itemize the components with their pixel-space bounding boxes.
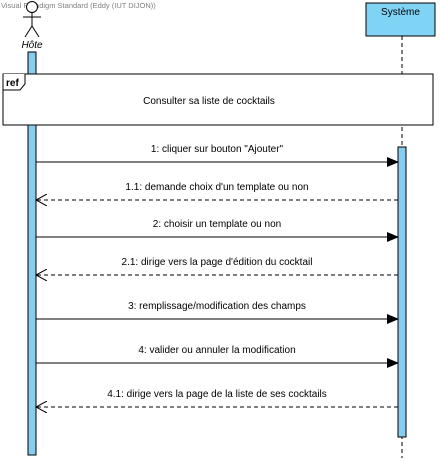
actor-name: Hôte [21, 40, 43, 51]
system-name: Système [381, 7, 420, 18]
message-label: 1: cliquer sur bouton "Ajouter" [151, 144, 284, 155]
watermark: Visual Paradigm Standard (Eddy (IUT DIJO… [1, 1, 156, 10]
actor-icon [23, 1, 41, 38]
system-activation-bar [397, 146, 407, 438]
message-label: 2: choisir un template ou non [153, 219, 281, 230]
message-label: 2.1: dirige vers la page d'édition du co… [122, 257, 313, 268]
actor-activation-bar [27, 51, 37, 456]
message-label: 1.1: demande choix d'un template ou non [125, 182, 308, 193]
ref-fragment: ref Consulter sa liste de cocktails [2, 73, 434, 126]
message-label: 3: remplissage/modification des champs [128, 301, 306, 312]
ref-operator-label: ref [6, 78, 19, 89]
ref-fragment-text: Consulter sa liste de cocktails [143, 96, 275, 107]
system-lifeline-head [365, 2, 436, 37]
message-label: 4: valider ou annuler la modification [138, 345, 295, 356]
message-label: 4.1: dirige vers la page de la liste de … [107, 389, 327, 400]
messages: 1: cliquer sur bouton "Ajouter" 1.1: dema… [36, 144, 399, 407]
